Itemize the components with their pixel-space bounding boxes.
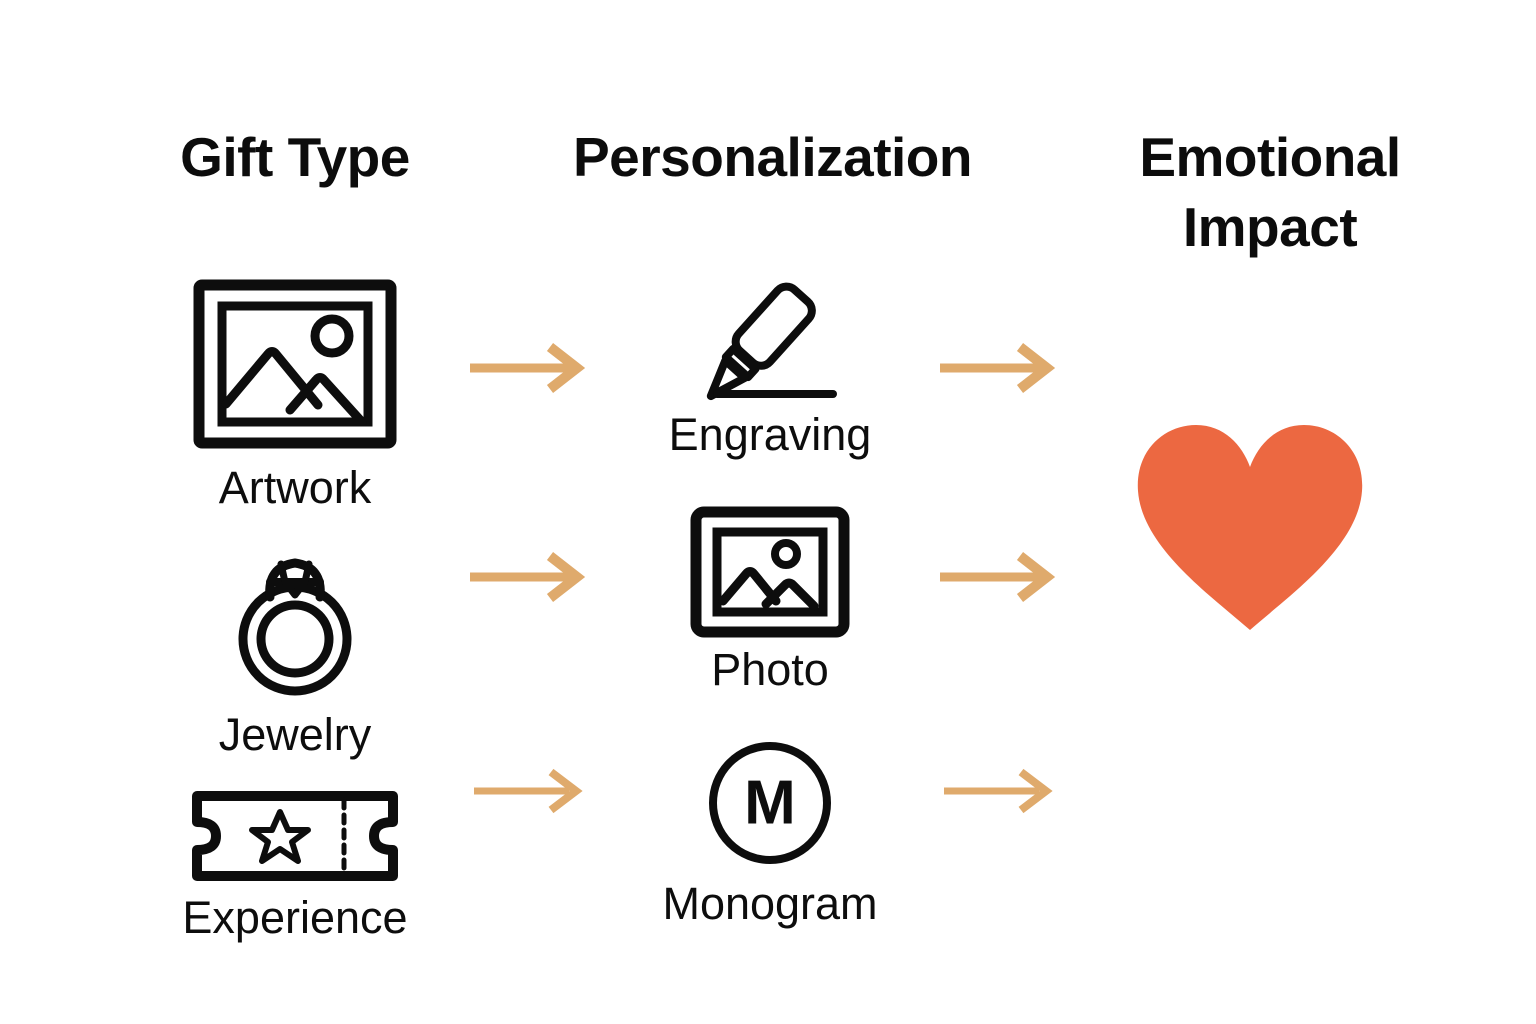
arrow-right-icon — [470, 343, 586, 393]
node-personalization-photo[interactable]: Photo — [580, 506, 960, 693]
arrow-experience-to-monogram — [470, 766, 586, 821]
node-personalization-monogram[interactable]: M Monogram — [570, 738, 970, 927]
arrow-right-icon — [940, 552, 1056, 602]
engraving-pen-icon — [706, 282, 837, 401]
node-label-engraving: Engraving — [668, 409, 872, 460]
arrow-monogram-to-impact — [940, 766, 1056, 821]
node-gift-jewelry[interactable]: Jewelry — [110, 533, 480, 758]
monogram-letter: M — [744, 769, 796, 838]
arrow-photo-to-impact — [936, 550, 1058, 609]
node-label-photo: Photo — [711, 644, 829, 695]
ring-icon — [238, 558, 352, 696]
arrow-jewelry-to-photo — [466, 550, 588, 609]
node-gift-artwork[interactable]: Artwork — [110, 278, 480, 511]
node-label-jewelry: Jewelry — [218, 709, 372, 760]
column-heading-personalization: Personalization — [573, 126, 972, 188]
arrow-artwork-to-engraving — [466, 341, 588, 400]
arrow-right-icon — [470, 552, 586, 602]
node-gift-experience[interactable]: Experience — [95, 786, 495, 941]
arrow-right-icon — [940, 343, 1056, 393]
photo-frame-icon — [690, 506, 850, 638]
column-heading-gift-type: Gift Type — [180, 126, 410, 188]
framed-picture-icon — [193, 279, 397, 449]
arrow-engraving-to-impact — [936, 341, 1058, 400]
node-label-artwork: Artwork — [218, 462, 372, 513]
arrow-right-icon — [474, 768, 583, 814]
arrow-right-icon — [944, 768, 1053, 814]
node-emotional-impact-heart[interactable] — [1100, 415, 1400, 635]
heart-icon — [1137, 425, 1363, 630]
node-personalization-engraving[interactable]: Engraving — [580, 275, 960, 458]
node-label-monogram: Monogram — [662, 878, 878, 929]
column-heading-emotional-impact: Emotional Impact — [1139, 126, 1401, 259]
ticket-icon — [192, 791, 398, 881]
node-label-experience: Experience — [182, 892, 408, 943]
monogram-m-icon: M — [709, 742, 831, 864]
